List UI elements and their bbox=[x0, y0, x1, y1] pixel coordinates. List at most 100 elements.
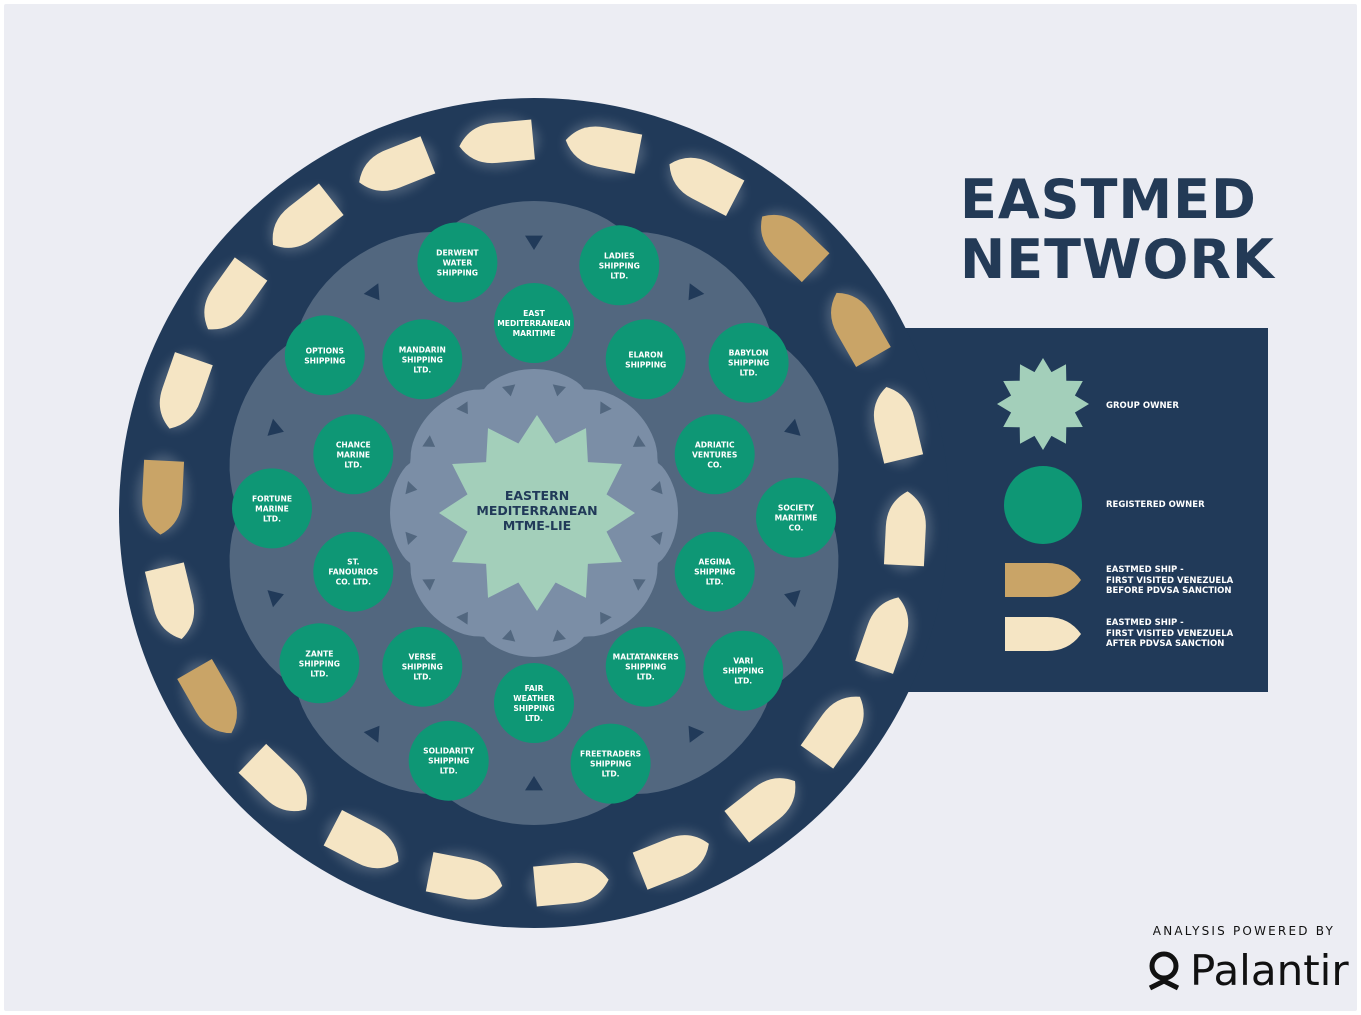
outer-arrow bbox=[267, 590, 284, 608]
ship-after bbox=[868, 386, 924, 466]
legend-group-owner-icon bbox=[997, 358, 1089, 450]
ship-after bbox=[357, 136, 436, 196]
inner-arrow bbox=[405, 531, 418, 545]
outer-arrow bbox=[525, 235, 543, 250]
outer-arrow bbox=[267, 418, 284, 436]
inner-arrow bbox=[456, 401, 468, 415]
ship-after bbox=[565, 121, 645, 175]
inner-arrows bbox=[405, 384, 663, 642]
legend-registered-owner-label: REGISTERED OWNER bbox=[1106, 500, 1205, 510]
ship-after bbox=[724, 773, 799, 843]
outer-arrow bbox=[363, 283, 380, 301]
group-owner-star bbox=[439, 415, 635, 611]
ship-after bbox=[269, 183, 344, 253]
outer-arrow bbox=[688, 725, 705, 743]
inner-arrow bbox=[422, 579, 436, 591]
inner-arrow bbox=[422, 435, 436, 447]
outer-arrow bbox=[784, 418, 801, 436]
inner-arrow bbox=[600, 401, 612, 415]
ship-before bbox=[136, 454, 189, 535]
ship-after bbox=[459, 116, 540, 169]
ship-before bbox=[757, 210, 830, 283]
ship-after bbox=[855, 596, 914, 674]
ship-after bbox=[528, 857, 609, 910]
outer-arrow bbox=[784, 590, 801, 608]
legend-group-owner-label: GROUP OWNER bbox=[1106, 401, 1179, 411]
inner-arrow bbox=[552, 384, 566, 397]
title-line-2: NETWORK bbox=[960, 228, 1275, 291]
inner-arrow bbox=[632, 435, 646, 447]
inner-arrow bbox=[650, 531, 663, 545]
ship-after bbox=[423, 851, 503, 905]
inner-arrow bbox=[552, 629, 566, 642]
inner-arrow bbox=[456, 611, 468, 625]
inner-arrow bbox=[650, 481, 663, 495]
inner-arrow bbox=[405, 481, 418, 495]
inner-arrow bbox=[632, 579, 646, 591]
legend-registered-owner-icon bbox=[1004, 466, 1082, 544]
ship-after bbox=[144, 560, 200, 640]
page-title: EASTMED NETWORK bbox=[960, 168, 1275, 291]
ships-layer bbox=[136, 116, 932, 910]
outer-arrows bbox=[267, 235, 801, 791]
outer-arrow bbox=[525, 776, 543, 791]
legend-icons bbox=[997, 358, 1089, 651]
outer-arrow bbox=[688, 283, 705, 301]
ship-after bbox=[154, 352, 213, 430]
legend-ship-before-icon bbox=[1005, 563, 1081, 597]
ship-after bbox=[238, 743, 311, 816]
ship-before bbox=[826, 290, 891, 367]
legend-ship-after-label: EASTMED SHIP - FIRST VISITED VENEZUELA A… bbox=[1106, 618, 1234, 649]
legend-ship-after-icon bbox=[1005, 617, 1081, 651]
inner-arrow bbox=[502, 384, 516, 397]
inner-arrow bbox=[600, 611, 612, 625]
legend-ship-before-label: EASTMED SHIP - FIRST VISITED VENEZUELA B… bbox=[1106, 565, 1234, 596]
brand-logo: Palantir bbox=[1190, 946, 1349, 995]
ship-after bbox=[667, 153, 745, 216]
title-line-1: EASTMED bbox=[960, 168, 1257, 231]
ship-after bbox=[800, 693, 869, 769]
ship-before bbox=[177, 659, 242, 736]
inner-arrow bbox=[502, 629, 516, 642]
ship-after bbox=[632, 830, 711, 890]
outer-arrow bbox=[363, 725, 380, 743]
